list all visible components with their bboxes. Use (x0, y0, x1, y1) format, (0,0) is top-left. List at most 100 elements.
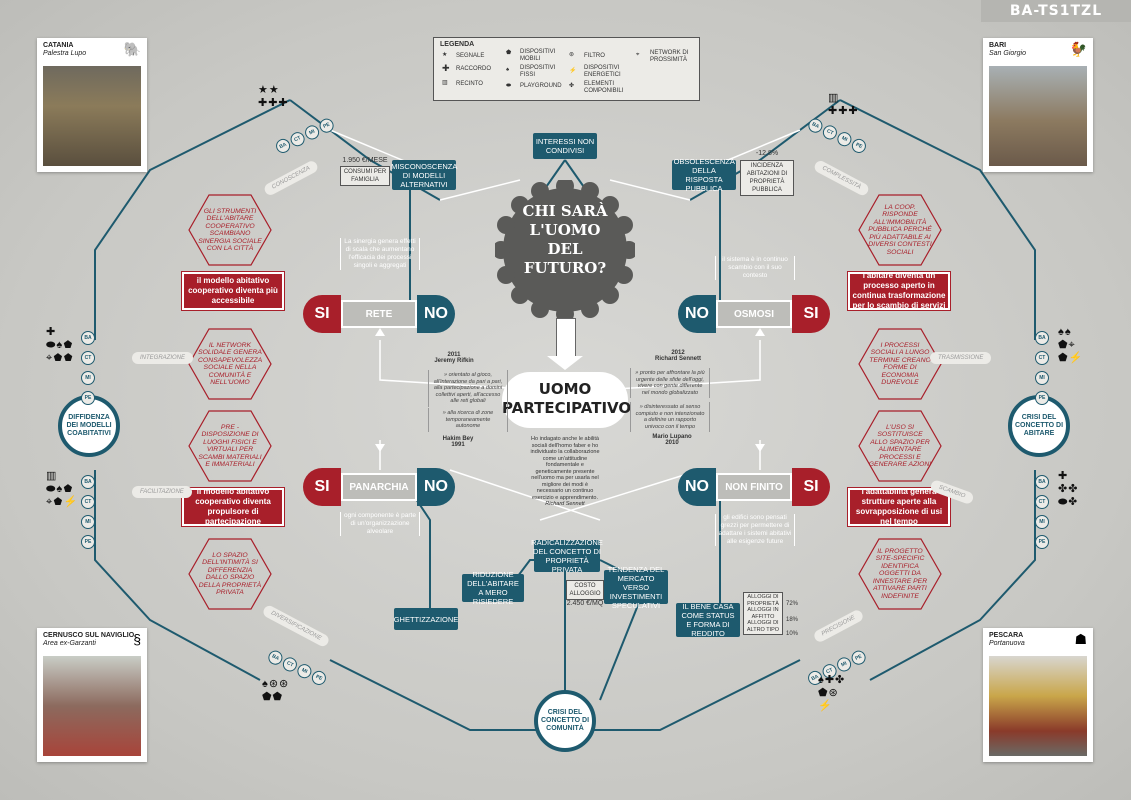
central-question: CHI SARÀ L'UOMO DEL FUTURO? (522, 202, 608, 277)
circle-crisi-comunita: CRISI DEL CONCETTO DI COMUNITÀ (534, 690, 596, 752)
icon-cluster-top-right: ▥✚✚✚ (828, 92, 859, 118)
alloggi-pct: 72% (785, 601, 798, 607)
author-name: Hakim Bey (442, 436, 474, 442)
note-panarchia: ogni componente è parte di un'organizzaz… (340, 512, 420, 536)
legend-item: RACCORDO (456, 66, 492, 72)
hex-4: I PROCESSI SOCIALI A LUNGO TERMINE CREAN… (858, 328, 942, 400)
hex-text: L'USO SI SOSTITUISCE ALLO SPAZIO PER ALI… (868, 423, 932, 469)
note-osmosi: il sistema è in continuo scambio con il … (715, 256, 795, 280)
bolt-icon: ⬟⚡ (1058, 352, 1084, 364)
star-icon: ★ (442, 52, 448, 58)
badges-right-upper: BACTMIPE (1034, 326, 1050, 406)
no-badge: NO (678, 295, 716, 333)
stamp-city: CATANIA (43, 42, 74, 49)
box-bene-casa: IL BENE CASA COME STATUS E FORMA DI REDD… (676, 602, 740, 638)
hex-2: IL NETWORK SOLIDALE GENERA CONSAPEVOLEZZ… (188, 328, 272, 400)
pill-nonfinito: NO NON FINITO SI (678, 468, 830, 506)
poster-code: BA-TS1TZL (981, 0, 1131, 22)
hex-text: IL PROGETTO SITE-SPECIFIC IDENTIFICA OGG… (872, 547, 928, 600)
box-misconoscenza: MISCONOSCENZA DI MODELLI ALTERNATIVI (391, 160, 458, 190)
badge-mi: MI (81, 515, 95, 529)
tag-trasmissione: TRASMISSIONE (930, 352, 992, 364)
quote-bey: » alla ricerca di zone temporaneamente a… (428, 408, 508, 432)
icon-cluster-bottom-left: ♠⊛⊛⬟⬟ (262, 678, 289, 704)
badge-ba: BA (1035, 331, 1049, 345)
red-box-3: il modello abitativo cooperativo diventa… (182, 487, 284, 526)
pill-label: OSMOSI (716, 300, 792, 328)
star-icon: ★★ (258, 84, 280, 96)
badge-pe: PE (1035, 391, 1049, 405)
badge-ba: BA (81, 475, 95, 489)
bolt-icon: ⚡ (818, 700, 833, 712)
icon-cluster-right-lower: ✚✤✤⬬✤ (1058, 470, 1090, 509)
si-badge: SI (303, 468, 341, 506)
pill-label: RETE (341, 300, 417, 328)
quote-sennett: » pronto per affrontare la più urgente d… (630, 368, 710, 398)
si-badge: SI (792, 468, 830, 506)
down-arrow-icon (547, 356, 583, 370)
author-year: 2010 (665, 440, 679, 446)
incidenza-label: INCIDENZA ABITAZIONI DI PROPRIETÀ PUBBLI… (740, 160, 794, 196)
alloggi-pct: 10% (785, 631, 798, 637)
price-monthly: 1.950 €/MESE (342, 157, 388, 164)
box-ghettizzazione: GHETTIZZAZIONE (394, 608, 458, 630)
circle-diffidenza: DIFFIDENZA DEI MODELLI COABITATIVI (58, 395, 120, 457)
icon-cluster-right-upper: ♠♠⬟⌖⬟⚡ (1058, 326, 1090, 365)
icon-cluster-left-upper: ✚⬬♠⬟⌖⬟⬟ (46, 326, 78, 365)
badge-ba: BA (1035, 475, 1049, 489)
elephant-icon: 🐘 (123, 41, 141, 57)
stamp-photo (43, 656, 141, 756)
fence-icon: ▥ (442, 80, 448, 86)
pill-label: PANARCHIA (341, 473, 417, 501)
no-badge: NO (417, 295, 455, 333)
box-tendenza: TENDENZA DEL MERCATO VERSO INVESTIMENTI … (604, 565, 668, 610)
house-icon: ⬟⌖ (1058, 339, 1076, 351)
costo-label: COSTO ALLOGGIO (566, 580, 604, 600)
tag-facilitazione: FACILITAZIONE (132, 486, 192, 498)
playground-icon: ⬬ (506, 83, 512, 89)
answer-box: UOMO PARTECIPATIVO (502, 372, 632, 428)
legend-title: LEGENDA (440, 41, 475, 48)
legend: LEGENDA ★ SEGNALE ✚ RACCORDO ▥ RECINTO ⬟… (433, 37, 700, 101)
cross-icon: ✚✚✚ (828, 105, 859, 117)
stamp-city: BARI (989, 42, 1007, 49)
puzzle-icon: ✤ (569, 83, 575, 89)
badge-mi: MI (1035, 515, 1049, 529)
author-name: Richard Sennett (654, 356, 701, 362)
pct-incidenza: -12,8% (755, 150, 779, 157)
down-arrow-shaft (556, 318, 576, 360)
icon-cluster-top-left: ★★✚✚✚ (258, 84, 289, 110)
red-box-2: l'abitare diventa un processo aperto in … (848, 271, 950, 310)
stamp-place: Portanuova (989, 640, 1025, 647)
author-name: Jeremy Rifkin (434, 358, 474, 364)
si-badge: SI (303, 295, 341, 333)
stamp-photo (43, 66, 141, 166)
playground-icon: ⬬♠⬟ (46, 483, 74, 495)
author-year: 2011 (447, 352, 461, 358)
answer-label: UOMO PARTECIPATIVO (502, 380, 632, 417)
quote-rifkin: » orientato al gioco, all'interazione da… (428, 370, 508, 407)
hex-text: LO SPAZIO DELL'INTIMITÀ SI DIFFERENZIA D… (198, 551, 262, 597)
legend-item: DISPOSITIVI FISSI (520, 65, 556, 78)
spade-icon: ♠⊛⊛ (262, 678, 290, 690)
badge-ct: CT (1035, 495, 1049, 509)
central-quote-author: Richard Sennett (545, 501, 585, 507)
tag-integrazione: INTEGRAZIONE (132, 352, 194, 364)
badge-mi: MI (1035, 371, 1049, 385)
hex-3: LA COOP. RISPONDE ALL'IMMOBILITÀ PUBBLIC… (858, 194, 942, 266)
legend-item: RECINTO (456, 81, 483, 87)
box-obsolescenza: OBSOLESCENZA DELLA RISPOSTA PUBBLICA (672, 157, 736, 193)
fence-icon: ▥ (46, 470, 58, 482)
house-icon: ⬟ (506, 50, 512, 56)
stamp-photo (989, 66, 1087, 166)
author-name: Mario Lupano (652, 434, 692, 440)
cross-icon: ✚ (442, 63, 450, 73)
stamp-place: Area ex-Garzanti (43, 640, 96, 647)
cog-shape (492, 177, 638, 323)
question-cog: CHI SARÀ L'UOMO DEL FUTURO? (492, 177, 638, 323)
hex-6: LO SPAZIO DELL'INTIMITÀ SI DIFFERENZIA D… (188, 538, 272, 610)
legend-item: ELEMENTI COMPONIBILI (584, 81, 624, 94)
serpent-icon: § (133, 631, 141, 647)
